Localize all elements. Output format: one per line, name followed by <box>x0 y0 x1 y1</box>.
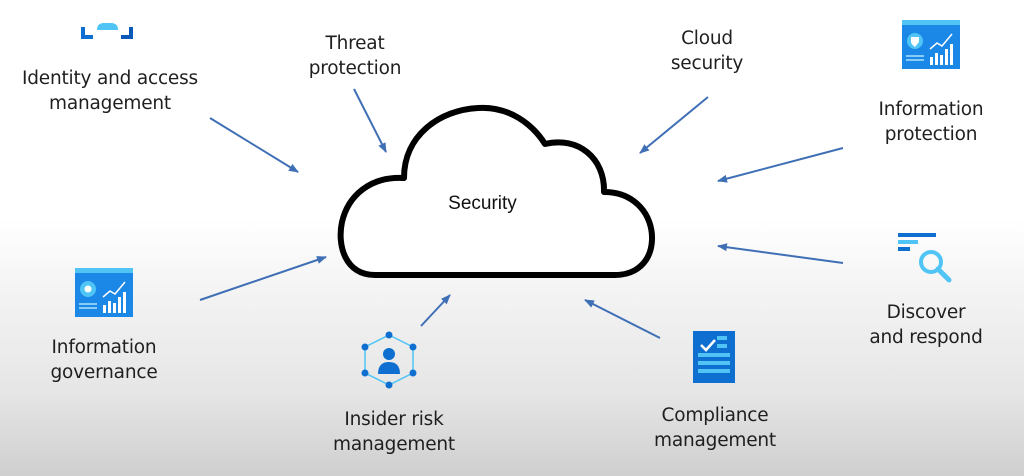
dashboard-shield-chart-icon <box>902 20 960 69</box>
label-line: protection <box>308 58 402 79</box>
label-line: management <box>333 434 455 455</box>
label-line: Cloud <box>681 28 733 49</box>
identity-brackets-icon <box>81 23 133 39</box>
arrow-insider-risk <box>420 294 451 327</box>
label-identity: Identity and access management <box>10 66 210 116</box>
label-line: Discover <box>886 302 966 323</box>
arrow-identity <box>209 117 299 173</box>
label-line: management <box>49 93 171 114</box>
label-cloud-security: Cloud security <box>652 26 762 76</box>
label-line: Identity and access <box>21 68 198 89</box>
label-info-protection: Information protection <box>862 97 1000 147</box>
label-line: Compliance <box>661 405 769 426</box>
person-network-hexagon-icon <box>361 331 417 389</box>
arrow-info-governance <box>199 256 327 301</box>
checklist-document-icon <box>693 331 735 383</box>
label-line: and respond <box>869 327 983 348</box>
arrow-cloud-security <box>639 96 709 154</box>
arrow-info-protection <box>717 147 844 183</box>
label-line: protection <box>884 124 978 145</box>
security-cloud <box>337 104 656 278</box>
label-discover: Discover and respond <box>858 300 994 350</box>
label-line: management <box>654 430 776 451</box>
label-threat: Threat protection <box>298 31 412 81</box>
search-list-icon <box>898 233 952 283</box>
label-line: Insider risk <box>344 409 444 430</box>
arrow-discover <box>717 243 844 264</box>
center-label: Security <box>448 193 517 214</box>
label-compliance: Compliance management <box>645 403 785 453</box>
label-line: governance <box>50 362 158 383</box>
label-line: Information <box>878 99 984 120</box>
label-line: security <box>670 53 744 74</box>
label-insider-risk: Insider risk management <box>324 407 464 457</box>
label-line: Information <box>51 337 157 358</box>
label-info-governance: Information governance <box>36 335 172 385</box>
dashboard-gear-chart-icon <box>75 268 133 317</box>
arrow-compliance <box>584 299 661 339</box>
label-line: Threat <box>325 33 385 54</box>
arrow-threat <box>353 88 387 153</box>
